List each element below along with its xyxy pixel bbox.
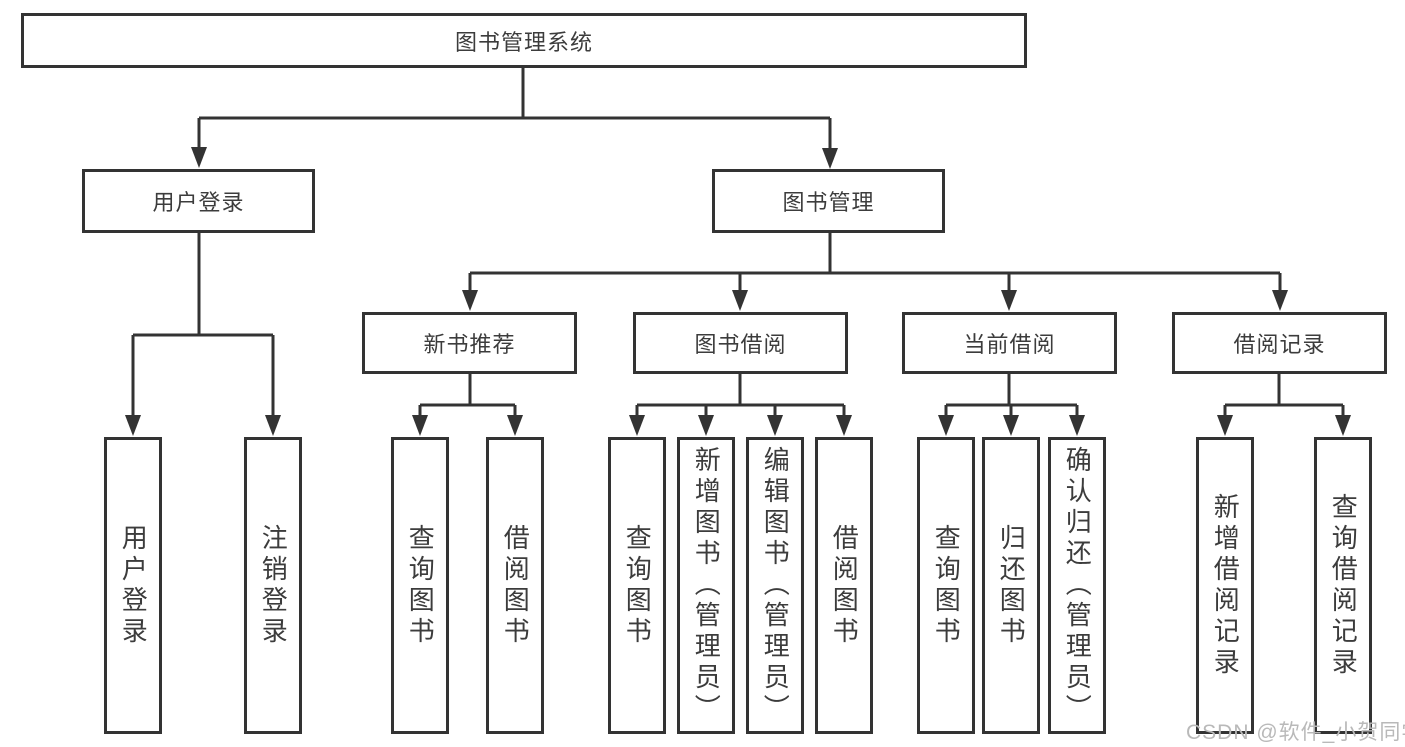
- node-label: 新书推荐: [423, 332, 516, 357]
- node-label: 借阅记录: [1233, 332, 1326, 357]
- node-label: 当前借阅: [963, 332, 1056, 357]
- leaf-user-login: 用户登录: [104, 437, 162, 734]
- arrowhead-icon: [1069, 415, 1085, 436]
- leaf-logout: 注销登录: [244, 437, 302, 734]
- node-book-management: 图书管理: [712, 169, 945, 233]
- node-label: 借阅图书: [829, 523, 860, 648]
- node-label: 确认归还（管理员）: [1062, 446, 1093, 725]
- arrowhead-icon: [629, 415, 645, 436]
- arrowhead-icon: [698, 415, 714, 436]
- csdn-watermark: CSDN @软件_小贺同学: [1186, 721, 1405, 744]
- arrowhead-icon: [507, 415, 523, 436]
- node-label: 用户登录: [118, 523, 149, 648]
- node-label: 图书借阅: [694, 332, 787, 357]
- arrowhead-icon: [1217, 415, 1233, 436]
- node-label: 图书管理: [782, 190, 875, 215]
- arrowhead-icon: [462, 290, 478, 311]
- node-label: 查询图书: [405, 523, 436, 648]
- arrowhead-icon: [822, 148, 838, 169]
- tree-edges: [131, 68, 1345, 420]
- node-book-borrowing: 图书借阅: [633, 312, 848, 374]
- leaf-return-book: 归还图书: [982, 437, 1040, 734]
- arrowhead-icon: [836, 415, 852, 436]
- node-new-book-recommendation: 新书推荐: [362, 312, 577, 374]
- arrowhead-icon: [1001, 290, 1017, 311]
- arrowhead-icon: [732, 290, 748, 311]
- arrowhead-icon: [938, 415, 954, 436]
- leaf-edit-book-admin: 编辑图书（管理员）: [746, 437, 804, 734]
- leaf-borrow-books-recommend: 借阅图书: [486, 437, 544, 734]
- arrowhead-icon: [1272, 290, 1288, 311]
- leaf-query-books-borrowing: 查询图书: [608, 437, 666, 734]
- node-user-login: 用户登录: [82, 169, 315, 233]
- node-label: 新增借阅记录: [1210, 492, 1241, 679]
- arrowheads: [125, 147, 1351, 436]
- node-root-book-management-system: 图书管理系统: [21, 13, 1027, 68]
- arrowhead-icon: [767, 415, 783, 436]
- leaf-borrow-books: 借阅图书: [815, 437, 873, 734]
- arrowhead-icon: [125, 415, 141, 436]
- node-label: 归还图书: [996, 523, 1027, 648]
- node-label: 查询借阅记录: [1328, 492, 1359, 679]
- arrowhead-icon: [1335, 415, 1351, 436]
- node-label: 图书管理系统: [454, 29, 593, 55]
- node-label: 借阅图书: [500, 523, 531, 648]
- leaf-query-books-recommend: 查询图书: [391, 437, 449, 734]
- arrowhead-icon: [265, 415, 281, 436]
- node-label: 查询图书: [931, 523, 962, 648]
- node-label: 用户登录: [152, 190, 245, 215]
- leaf-add-book-admin: 新增图书（管理员）: [677, 437, 735, 734]
- node-current-borrowing: 当前借阅: [902, 312, 1117, 374]
- node-label: 新增图书（管理员）: [691, 446, 722, 725]
- leaf-confirm-return-admin: 确认归还（管理员）: [1048, 437, 1106, 734]
- leaf-add-borrow-record: 新增借阅记录: [1196, 437, 1254, 734]
- node-borrowing-records: 借阅记录: [1172, 312, 1387, 374]
- node-label: 查询图书: [622, 523, 653, 648]
- leaf-query-borrow-record: 查询借阅记录: [1314, 437, 1372, 734]
- arrowhead-icon: [1003, 415, 1019, 436]
- node-label: 注销登录: [258, 523, 289, 648]
- arrowhead-icon: [412, 415, 428, 436]
- arrowhead-icon: [191, 147, 207, 168]
- leaf-query-books-current: 查询图书: [917, 437, 975, 734]
- node-label: 编辑图书（管理员）: [760, 446, 791, 725]
- edge-lines: [131, 68, 1345, 420]
